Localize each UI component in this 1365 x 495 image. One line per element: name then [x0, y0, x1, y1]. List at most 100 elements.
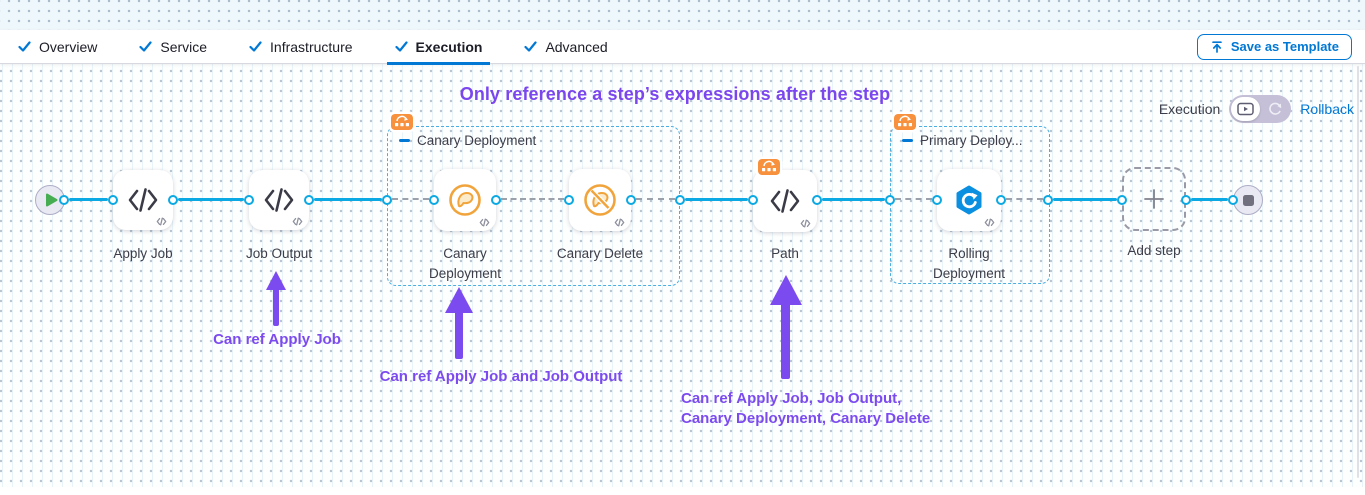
- tab-label: Service: [160, 38, 208, 55]
- tab-overview[interactable]: Overview: [16, 30, 118, 64]
- connector-line-dashed: [392, 198, 429, 200]
- connector-line-dashed: [636, 198, 675, 200]
- connector-port[interactable]: [812, 195, 822, 205]
- group-header-primary-deployment: Primary Deploy...: [902, 133, 1023, 148]
- annotation-arrow-shaft: [455, 308, 463, 359]
- connector-port[interactable]: [168, 195, 178, 205]
- connector-port[interactable]: [1228, 195, 1238, 205]
- code-icon-small: [800, 219, 811, 228]
- check-icon: [394, 41, 408, 52]
- play-icon: [46, 193, 58, 207]
- code-icon-small: [156, 217, 167, 226]
- stage-tab-bar: Overview Service Infrastructure Executio…: [0, 30, 1365, 65]
- annotation-note-canary: Can ref Apply Job and Job Output: [379, 368, 623, 385]
- connector-port[interactable]: [675, 195, 685, 205]
- connector-line: [1053, 198, 1117, 201]
- step-node-rolling-deployment[interactable]: [937, 169, 1001, 231]
- tab-service[interactable]: Service: [118, 30, 228, 64]
- code-icon-small: [479, 218, 490, 227]
- connector-port[interactable]: [996, 195, 1006, 205]
- connector-port[interactable]: [1181, 195, 1191, 205]
- connector-line: [69, 198, 108, 201]
- code-icon-small: [292, 217, 303, 226]
- connector-port[interactable]: [932, 195, 942, 205]
- canvas-top-strip: [0, 0, 1365, 30]
- check-icon: [524, 41, 538, 52]
- rollback-toggle-option[interactable]: [1260, 101, 1289, 117]
- code-icon-small: [984, 218, 995, 227]
- pipeline-end-node[interactable]: [1233, 185, 1263, 215]
- code-icon-small: [614, 218, 625, 227]
- step-node-canary-delete[interactable]: [569, 169, 631, 231]
- connector-port[interactable]: [382, 195, 392, 205]
- connector-line-dashed: [1006, 198, 1043, 200]
- connector-line: [685, 198, 748, 201]
- connector-port[interactable]: [564, 195, 574, 205]
- annotation-note-job-output: Can ref Apply Job: [213, 331, 341, 348]
- collapse-icon[interactable]: [902, 139, 913, 142]
- code-icon: [128, 188, 158, 212]
- step-node-job-output[interactable]: [249, 170, 309, 230]
- group-label: Primary Deploy...: [920, 133, 1023, 148]
- step-node-apply-job[interactable]: [113, 170, 173, 230]
- rolling-steps-icon: [894, 114, 916, 130]
- rollback-link[interactable]: Rollback: [1300, 101, 1354, 117]
- step-label-add-step: Add step: [1127, 243, 1181, 258]
- tab-execution[interactable]: Execution: [374, 30, 504, 65]
- tab-advanced[interactable]: Advanced: [503, 30, 628, 64]
- connector-port[interactable]: [626, 195, 636, 205]
- execution-toggle-option[interactable]: [1231, 97, 1261, 121]
- step-label-path: Path: [771, 246, 799, 261]
- connector-port[interactable]: [429, 195, 439, 205]
- tab-label: Overview: [39, 38, 98, 55]
- execution-view-icon: [1237, 102, 1255, 116]
- check-icon: [18, 41, 31, 52]
- connector-port[interactable]: [491, 195, 501, 205]
- connector-line: [178, 198, 244, 201]
- connector-line-dashed: [501, 198, 564, 200]
- scrollbar-vertical[interactable]: [1357, 66, 1359, 478]
- connector-port[interactable]: [1043, 195, 1053, 205]
- annotation-arrow-shaft: [273, 285, 279, 326]
- connector-port[interactable]: [244, 195, 254, 205]
- rolling-deployment-icon: [956, 185, 982, 215]
- connector-port[interactable]: [59, 195, 69, 205]
- connector-port[interactable]: [748, 195, 758, 205]
- connector-port[interactable]: [108, 195, 118, 205]
- execution-mode-controls: Execution Rollback: [1159, 95, 1354, 123]
- connector-line-dashed: [895, 198, 932, 200]
- step-group-canary-deployment[interactable]: [387, 126, 680, 286]
- annotation-title: Only reference a step’s expressions afte…: [459, 84, 891, 104]
- group-header-canary-deployment: Canary Deployment: [399, 133, 536, 148]
- tab-label: Infrastructure: [270, 38, 353, 55]
- add-step-button[interactable]: [1122, 167, 1186, 231]
- annotation-note-path: Can ref Apply Job, Job Output, Canary De…: [681, 389, 981, 428]
- pipeline-canvas: Only reference a step’s expressions afte…: [0, 64, 1365, 495]
- upload-icon: [1211, 40, 1222, 53]
- step-label-apply-job: Apply Job: [113, 246, 173, 261]
- step-node-canary-deployment[interactable]: [434, 169, 496, 231]
- execution-mode-label: Execution: [1158, 101, 1221, 117]
- connector-port[interactable]: [304, 195, 314, 205]
- group-label: Canary Deployment: [417, 133, 537, 148]
- step-label-canary-delete: Canary Delete: [556, 246, 644, 261]
- rolling-steps-icon: [391, 114, 413, 130]
- connector-line: [1191, 198, 1228, 201]
- annotation-note-line: Can ref Apply Job, Job Output,: [681, 390, 902, 407]
- tab-infrastructure[interactable]: Infrastructure: [228, 30, 373, 64]
- connector-port[interactable]: [885, 195, 895, 205]
- save-as-template-button[interactable]: Save as Template: [1196, 33, 1352, 60]
- execution-rollback-toggle[interactable]: [1229, 95, 1292, 123]
- rollback-view-icon: [1269, 102, 1281, 115]
- stop-icon: [1242, 194, 1254, 206]
- connector-port[interactable]: [1117, 195, 1127, 205]
- step-group-primary-deployment[interactable]: [890, 126, 1050, 284]
- step-node-path[interactable]: [753, 170, 817, 232]
- code-icon: [770, 189, 800, 213]
- collapse-icon[interactable]: [399, 139, 410, 142]
- step-label-rolling-deployment: Rolling Deployment: [932, 246, 1006, 281]
- step-label-canary-deployment: Canary Deployment: [428, 246, 502, 281]
- stage-tabs: Overview Service Infrastructure Executio…: [0, 30, 629, 65]
- step-label-job-output: Job Output: [245, 246, 313, 261]
